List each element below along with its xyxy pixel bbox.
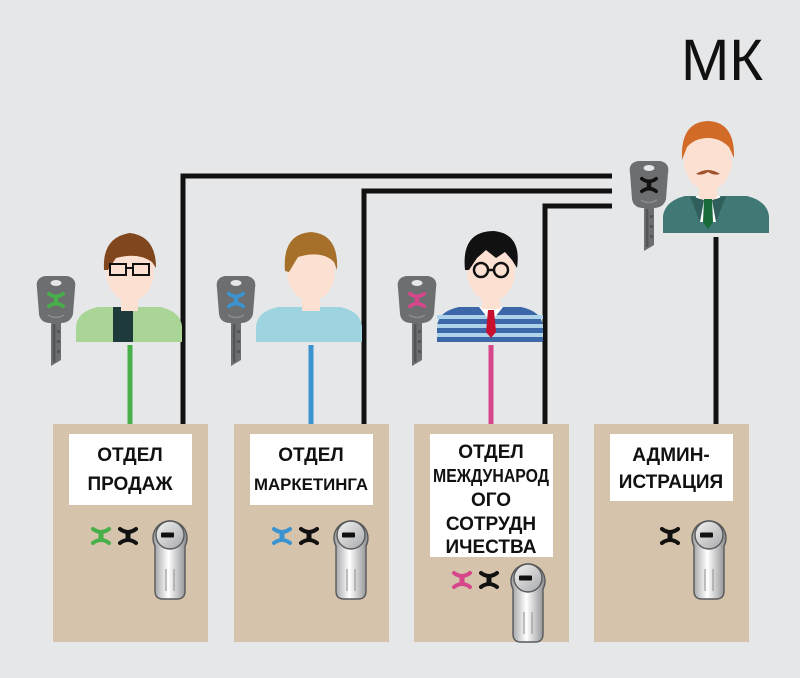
- intl-key-icon: [396, 275, 438, 367]
- door-label-line: МЕЖДУНАРОД: [433, 466, 549, 486]
- sales-key-icon: [35, 275, 77, 367]
- door-label-line: МАРКЕТИНГА: [254, 475, 368, 494]
- marketing-key-icon: [215, 275, 257, 367]
- door-label-line: ОТДЕЛ: [97, 445, 162, 466]
- door-international: ОТДЕЛ МЕЖДУНАРОД ОГО СОТРУДН ИЧЕСТВА: [414, 424, 569, 643]
- sales-employee-avatar: [76, 233, 182, 342]
- intl-employee-avatar: [437, 231, 543, 342]
- door-label-line: ОГО: [471, 490, 511, 511]
- lock-cylinder-icon: [333, 520, 369, 600]
- door-label-line: ИСТРАЦИЯ: [619, 472, 723, 493]
- door-marketing: ОТДЕЛ МАРКЕТИНГА: [234, 424, 389, 642]
- door-label-line: СОТРУДН: [446, 514, 536, 535]
- door-label-line: ОТДЕЛ: [458, 442, 523, 463]
- marketing-employee-avatar: [256, 232, 362, 342]
- door-label-line: ПРОДАЖ: [87, 474, 173, 495]
- master-key-icon: [628, 160, 670, 252]
- department-wires: [127, 345, 494, 424]
- lock-cylinder-icon: [691, 520, 727, 600]
- administration-boss-avatar: [663, 121, 769, 233]
- door-label-line: ОТДЕЛ: [278, 445, 343, 466]
- door-administration: АДМИН- ИСТРАЦИЯ: [594, 424, 749, 642]
- door-sales: ОТДЕЛ ПРОДАЖ: [53, 424, 208, 642]
- lock-cylinder-icon: [152, 520, 188, 600]
- door-label-line: ИЧЕСТВА: [445, 537, 536, 558]
- lock-cylinder-icon: [510, 563, 546, 643]
- brand-logo: МК: [681, 28, 763, 93]
- door-label-line: АДМИН-: [632, 445, 710, 466]
- master-wires: [180, 173, 719, 424]
